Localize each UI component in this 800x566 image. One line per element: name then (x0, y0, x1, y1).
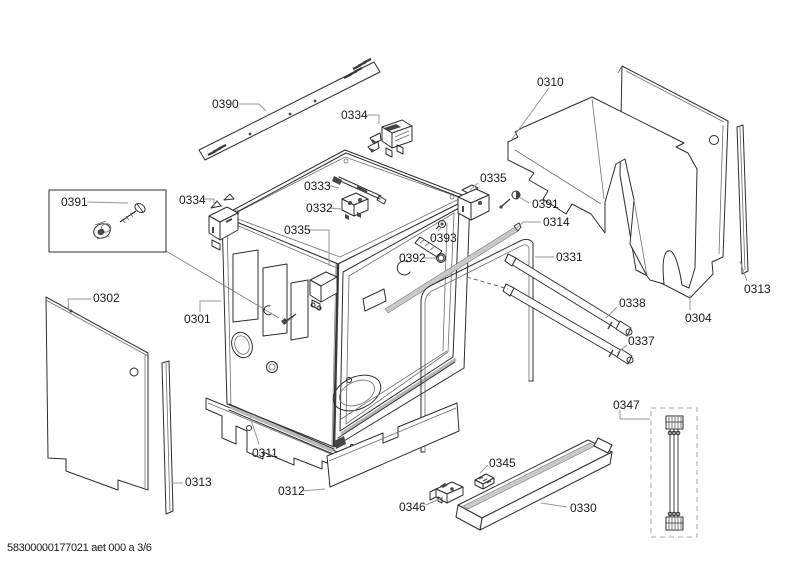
part-0338-rail (504, 253, 633, 337)
part-label-0331: 0331 (556, 250, 583, 264)
part-label-0338: 0338 (619, 296, 646, 310)
part-label-0312: 0312 (278, 484, 305, 498)
part-label-0301: 0301 (184, 312, 211, 326)
part-0347-cable-kit (650, 407, 698, 538)
part-label-0391-right: 0391 (532, 197, 559, 211)
part-label-0302: 0302 (93, 291, 120, 305)
part-0335-front-bracket (309, 271, 338, 311)
callout-leader-lines (67, 87, 748, 508)
part-0331-frame (420, 238, 534, 453)
part-label-0391-box: 0391 (61, 195, 88, 209)
part-0310-insulation-mat (507, 96, 698, 289)
part-label-0313-left: 0313 (185, 475, 212, 489)
part-label-0332: 0332 (306, 201, 333, 215)
part-0337-rail (502, 283, 634, 365)
part-0334-left-bracket (208, 193, 239, 251)
part-label-0337: 0337 (628, 334, 655, 348)
part-0313-left-strip (161, 360, 174, 515)
part-label-0334-top: 0334 (341, 108, 368, 122)
part-0391-right-screw (499, 190, 521, 209)
part-label-0345: 0345 (489, 456, 516, 470)
part-0345-clip (474, 473, 495, 490)
part-label-0390: 0390 (212, 97, 239, 111)
part-label-0304: 0304 (685, 311, 712, 325)
part-label-0314: 0314 (543, 215, 570, 229)
part-label-0335-left: 0335 (284, 223, 311, 237)
part-label-0310: 0310 (537, 75, 564, 89)
part-label-0311: 0311 (252, 446, 278, 460)
part-label-0346: 0346 (399, 500, 426, 514)
part-label-0393: 0393 (430, 231, 457, 245)
part-0335-right-bracket (457, 184, 490, 221)
part-0312-sound-panel (326, 402, 460, 488)
part-label-0347: 0347 (613, 398, 640, 412)
part-axle-pin (414, 236, 443, 258)
part-tub-body (165, 149, 521, 455)
part-0332-door-lock (341, 192, 369, 220)
part-0392-washer (436, 253, 446, 263)
part-0302-side-panel (45, 296, 149, 491)
part-0346-component (429, 481, 464, 504)
part-0330-base-panel (455, 437, 613, 531)
document-code: 58300000177021 aet 000 a 3/6 (7, 542, 152, 554)
part-0391-fastener-box (48, 189, 167, 253)
part-0390-top-strip (198, 58, 381, 161)
part-label-0335-right: 0335 (480, 171, 507, 185)
part-label-0333: 0333 (304, 179, 331, 193)
assembly-dashed-line (466, 276, 509, 290)
part-label-0330: 0330 (570, 501, 597, 515)
part-label-0313-right: 0313 (744, 282, 771, 296)
part-0333-latch-rod (332, 176, 387, 205)
part-0334-top-latch (367, 119, 413, 158)
part-label-0392: 0392 (399, 251, 426, 265)
part-label-0334-left: 0334 (179, 193, 206, 207)
part-0313-right-strip (736, 124, 749, 275)
